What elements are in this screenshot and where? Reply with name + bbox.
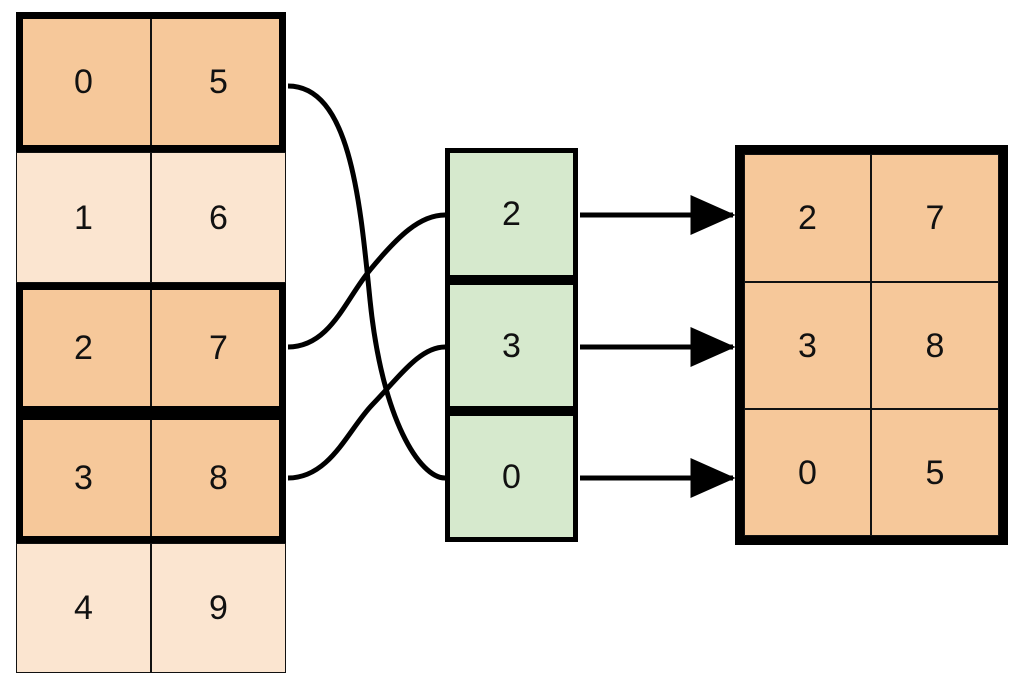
- source-cell-r1c0[interactable]: 1: [16, 152, 151, 283]
- source-cell-r4c0[interactable]: 4: [16, 543, 151, 673]
- source-cell-r4c1[interactable]: 9: [151, 543, 286, 673]
- source-cell-r1c1[interactable]: 6: [151, 152, 286, 283]
- result-cell-r0c1[interactable]: 7: [871, 154, 999, 282]
- index-cell-0[interactable]: 2: [445, 148, 578, 280]
- result-cell-r2c1[interactable]: 5: [871, 409, 999, 536]
- curve-row-3-to-index-slot-1: [287, 344, 446, 481]
- index-cell-2[interactable]: 0: [445, 411, 578, 542]
- source-cell-r2c0[interactable]: 2: [16, 283, 151, 413]
- result-cell-r0c0[interactable]: 2: [744, 154, 871, 282]
- source-array: 0 5 1 6 2 7 3 8 4 9: [16, 12, 286, 673]
- source-cell-r2c1[interactable]: 7: [151, 283, 286, 413]
- result-cell-r2c0[interactable]: 0: [744, 409, 871, 536]
- source-cell-r3c1[interactable]: 8: [151, 413, 286, 543]
- result-cell-r1c0[interactable]: 3: [744, 282, 871, 409]
- source-cell-r3c0[interactable]: 3: [16, 413, 151, 543]
- result-cell-r1c1[interactable]: 8: [871, 282, 999, 409]
- source-cell-r0c0[interactable]: 0: [16, 12, 151, 152]
- curve-row-2-to-index-slot-0: [287, 212, 446, 350]
- index-vector: 2 3 0: [445, 148, 578, 542]
- curve-row-0-to-index-slot-2: [287, 83, 446, 481]
- index-cell-1[interactable]: 3: [445, 280, 578, 411]
- source-cell-r0c1[interactable]: 5: [151, 12, 286, 152]
- result-array: 2 7 3 8 0 5: [744, 154, 999, 536]
